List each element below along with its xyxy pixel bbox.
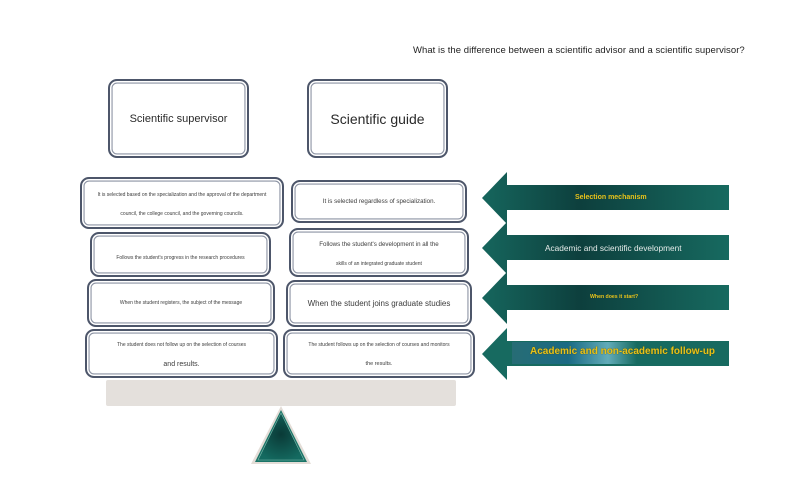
header-scientific-guide: Scientific guide [307,79,448,158]
supervisor-followup-card: The student does not follow up on the se… [85,329,278,378]
card-text-line: When the student registers, the subject … [119,300,243,306]
guide-start-card: When the student joins graduate studies [286,280,472,327]
guide-development-card: Follows the student's development in all… [289,228,469,277]
page-question: What is the difference between a scienti… [413,45,745,56]
arrow-academic-non-academic-followup [482,328,729,380]
supervisor-development-card: Follows the student's progress in the re… [90,232,271,277]
card-text-line: The student follows up on the selection … [308,341,450,348]
card-text-line: When the student joins graduate studies [307,299,451,308]
arrow-label: Selection mechanism [575,194,647,201]
arrow-academic-scientific-development [482,222,729,274]
card-text-line: skills of an integrated graduate student [336,260,422,267]
card-text-line: Follows the student's development in all… [319,240,439,248]
supervisor-selection-card: It is selected based on the specializati… [80,177,284,229]
card-text-line: The student does not follow up on the se… [117,341,246,348]
header-scientific-supervisor: Scientific supervisor [108,79,249,158]
arrow-when-does-it-start [482,272,729,324]
arrow-selection-mechanism [482,172,729,224]
card-text-line: Follows the student's progress in the re… [116,254,245,261]
card-text-line: It is selected based on the specializati… [97,191,267,198]
card-text-line: It is selected regardless of specializat… [322,198,436,205]
fulcrum-triangle-icon [251,406,311,464]
arrow-label: Academic and non-academic follow-up [530,346,716,357]
guide-selection-card: It is selected regardless of specializat… [291,180,467,223]
arrow-label: When does it start? [590,294,639,300]
card-text-line: council, the college council, and the go… [120,210,244,217]
balance-beam [106,380,456,406]
supervisor-start-card: When the student registers, the subject … [87,279,275,327]
header-label: Scientific guide [330,110,425,127]
header-label: Scientific supervisor [129,112,228,125]
card-text-line: and results. [163,360,200,368]
arrow-label: Academic and scientific development [545,243,682,253]
card-text-line: the results. [365,361,393,368]
guide-followup-card: The student follows up on the selection … [283,329,475,378]
